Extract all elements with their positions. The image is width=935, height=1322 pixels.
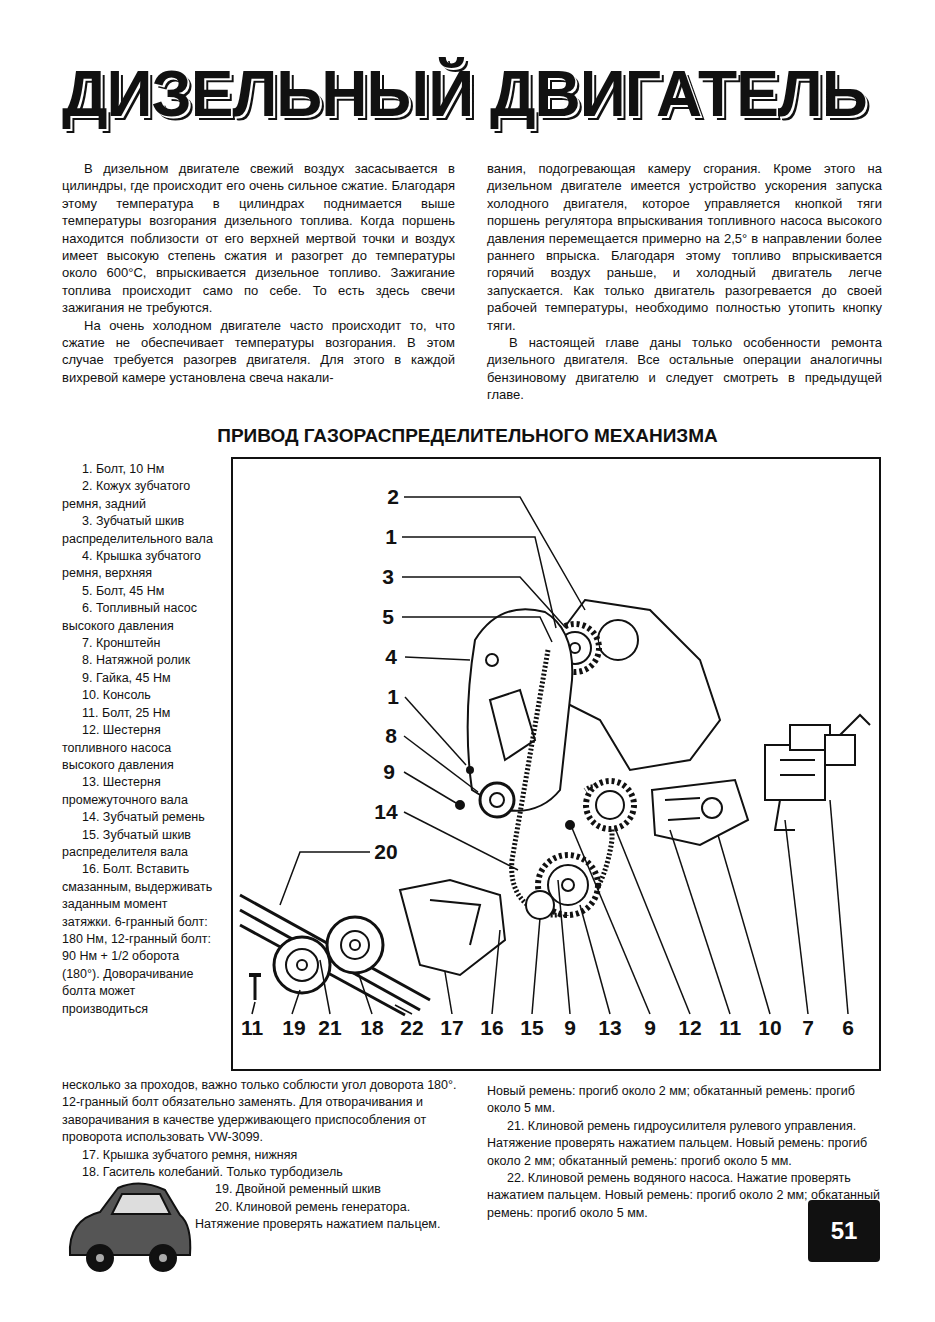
callout-number: 22: [398, 1017, 425, 1039]
callout-number: 14: [372, 801, 399, 823]
callout-number: 13: [596, 1017, 623, 1039]
parts-list-item: 12. Шестерня топливного насоса высокого …: [62, 722, 218, 774]
body-paragraph: На очень холодном двигателе часто происх…: [62, 317, 455, 387]
callout-number: 11: [239, 1017, 265, 1039]
callout-number: 5: [380, 606, 396, 628]
parts-list-item: 6. Топливный насос высокого давления: [62, 600, 218, 635]
parts-list-item: 14. Зубчатый ремень: [62, 809, 218, 826]
callout-number: 16: [478, 1017, 505, 1039]
parts-list-item: 11. Болт, 25 Нм: [62, 705, 218, 722]
callout-number: 12: [676, 1017, 703, 1039]
parts-list-item: 13. Шестерня промежуточного вала: [62, 774, 218, 809]
parts-list-item: 7. Кронштейн: [62, 635, 218, 652]
parts-list: несколько за проходов, важно только собл…: [62, 1077, 457, 1234]
callout-number: 9: [562, 1017, 578, 1039]
callout-number: 1: [383, 526, 399, 548]
parts-list-item: 10. Консоль: [62, 687, 218, 704]
parts-list-item: 18. Гаситель колебаний. Только турбодизе…: [62, 1164, 457, 1181]
body-paragraph: В дизельном двигателе свежий воздух заса…: [62, 160, 455, 317]
parts-list-item: 3. Зубчатый шкив распределительного вала: [62, 513, 218, 548]
callout-number: 11: [717, 1017, 743, 1039]
callout-number: 1: [385, 686, 401, 708]
callout-number: 21: [316, 1017, 343, 1039]
callout-number: 20: [372, 841, 399, 863]
callout-number: 2: [385, 486, 401, 508]
callout-number: 9: [642, 1017, 658, 1039]
callout-number: 6: [840, 1017, 856, 1039]
section-heading: ПРИВОД ГАЗОРАСПРЕДЕЛИТЕЛЬНОГО МЕХАНИЗМА: [0, 424, 935, 448]
text-column: вания, подогревающая камеру сгорания. Кр…: [487, 160, 882, 404]
callout-number: 17: [438, 1017, 465, 1039]
body-paragraph: вания, подогревающая камеру сгорания. Кр…: [487, 160, 882, 334]
parts-list-item: 9. Гайка, 45 Нм: [62, 670, 218, 687]
page-title: ДИЗЕЛЬНЫЙ ДВИГАТЕЛЬ: [62, 56, 867, 132]
callout-number: 8: [383, 725, 399, 747]
callout-number: 10: [756, 1017, 783, 1039]
callout-number: 9: [381, 761, 397, 783]
callout-number: 19: [280, 1017, 307, 1039]
parts-list-item: 5. Болт, 45 Нм: [62, 583, 218, 600]
parts-list-item: 21. Клиновой ремень гидроусилителя рулев…: [487, 1118, 882, 1170]
callout-number: 3: [380, 566, 396, 588]
parts-list-item: 2. Кожух зубчатого ремня, задний: [62, 478, 218, 513]
parts-list-item: 17. Крышка зубчатого ремня, нижняя: [62, 1147, 457, 1164]
parts-list-item: 8. Натяжной ролик: [62, 652, 218, 669]
parts-list-item: 16. Болт. Вставить смазанным, выдерживат…: [62, 861, 218, 1018]
callout-number: 18: [358, 1017, 385, 1039]
page-number-badge: 51: [808, 1200, 880, 1262]
parts-list-item: 1. Болт, 10 Нм: [62, 461, 218, 478]
parts-list-item: несколько за проходов, важно только собл…: [62, 1077, 457, 1147]
parts-list-item: 19. Двойной ременный шкив: [195, 1181, 457, 1198]
parts-list: 1. Болт, 10 Нм2. Кожух зубчатого ремня, …: [62, 461, 218, 1018]
callout-number: 4: [383, 646, 399, 668]
callout-number: 7: [800, 1017, 816, 1039]
parts-list-item: 4. Крышка зубчатого ремня, верхняя: [62, 548, 218, 583]
page-number: 51: [808, 1200, 880, 1262]
parts-list-item: 20. Клиновой ремень генератора. Натяжени…: [195, 1199, 457, 1234]
body-paragraph: В настоящей главе даны только особенност…: [487, 334, 882, 404]
parts-list-item: 15. Зубчатый шкив распределителя вала: [62, 827, 218, 862]
text-column: В дизельном двигателе свежий воздух заса…: [62, 160, 455, 386]
parts-list-item: Новый ремень: прогиб около 2 мм; обкатан…: [487, 1083, 882, 1118]
callout-number: 15: [518, 1017, 545, 1039]
